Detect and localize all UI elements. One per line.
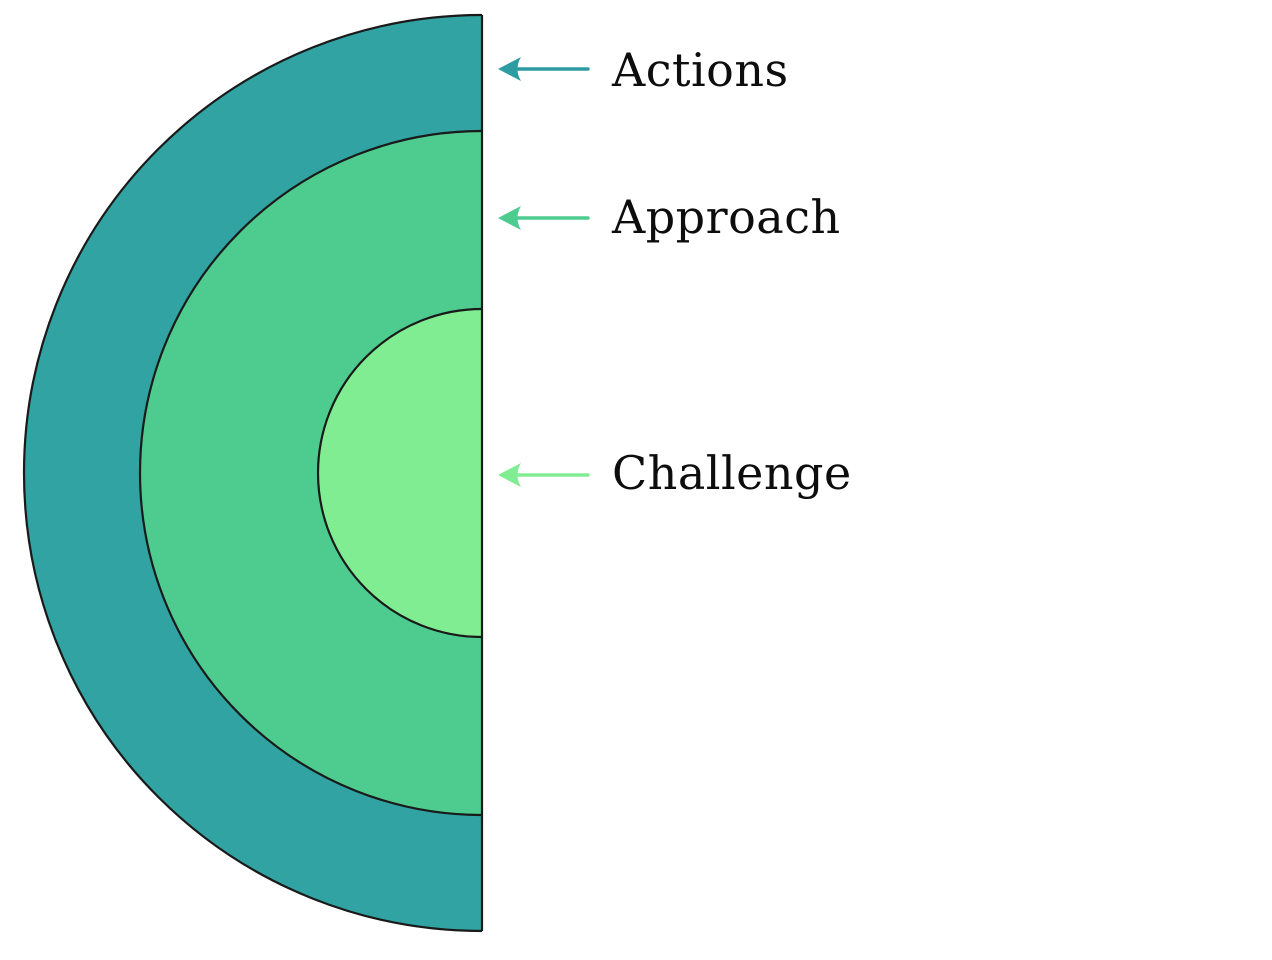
callout-arrow-approach[interactable] [498, 206, 590, 230]
layer-label-actions: Actions [612, 43, 789, 97]
layer-challenge-core[interactable] [316, 307, 646, 639]
callout-arrow-actions[interactable] [498, 57, 590, 81]
arrow-left-icon [498, 206, 521, 230]
layer-label-challenge: Challenge [612, 446, 852, 500]
layer-approach-ring[interactable] [139, 130, 824, 816]
callout-arrow-challenge[interactable] [498, 463, 590, 487]
semicircle-layer-group [23, 14, 824, 932]
layer-label-approach: Approach [612, 190, 841, 244]
arrow-left-icon [498, 463, 521, 487]
arrow-left-icon [498, 57, 521, 81]
